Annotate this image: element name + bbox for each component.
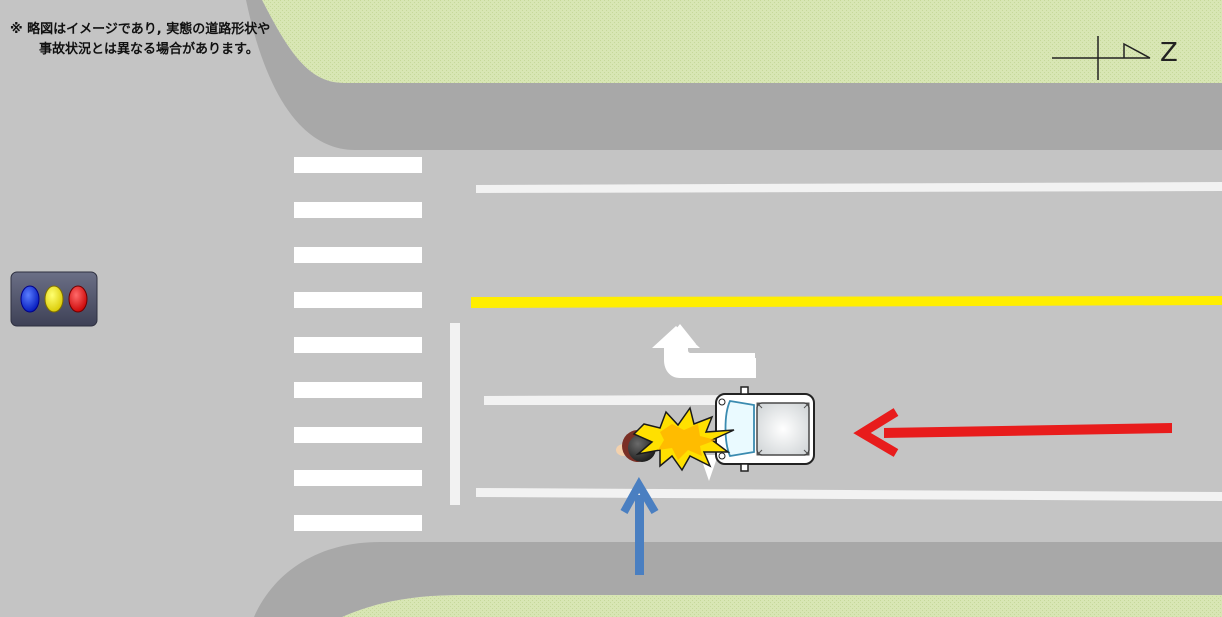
crosswalk-stripe: [294, 202, 422, 218]
crosswalk-stripe: [294, 337, 422, 353]
crosswalk-stripe: [294, 382, 422, 398]
north-label: Z: [1160, 38, 1178, 68]
crosswalk-stripe: [294, 427, 422, 443]
left-turn-arrow-marking-body: [652, 326, 756, 378]
north-arrow-icon: [1052, 36, 1151, 80]
crosswalk-stripe: [294, 157, 422, 173]
lane-line-middle: [484, 395, 745, 405]
sidewalk-bottom: [254, 542, 1222, 617]
center-line: [471, 296, 1222, 308]
grass-bottom-right: [342, 595, 1222, 617]
lane-line-top: [476, 182, 1222, 193]
collision-burst-icon: [632, 406, 735, 472]
disclaimer-note: ※ 略図はイメージであり, 実態の道路形状や 事故状況とは異なる場合があります。: [10, 20, 370, 60]
motorcycle-path-arrow: [620, 476, 659, 575]
car-path-arrow: [853, 408, 1172, 457]
sidewalk-top: [246, 0, 1222, 150]
crosswalk-stripe: [294, 247, 422, 263]
traffic-light-icon: [10, 271, 98, 327]
crosswalk-stripe: [294, 515, 422, 531]
crosswalk-stripe: [294, 292, 422, 308]
signal-lamp-red: [68, 285, 88, 313]
crosswalk-stripe: [294, 470, 422, 486]
signal-lamp-blue: [20, 285, 40, 313]
disclaimer-line-2: 事故状況とは異なる場合があります。: [39, 42, 259, 57]
lane-line-bottom: [476, 488, 1222, 501]
disclaimer-line-1: ※ 略図はイメージであり, 実態の道路形状や: [10, 22, 271, 37]
crosswalk: [294, 157, 422, 531]
stop-line: [450, 323, 460, 505]
signal-lamp-yellow: [44, 285, 64, 313]
car-icon: [715, 386, 815, 472]
grass-top-right: [262, 0, 1222, 83]
